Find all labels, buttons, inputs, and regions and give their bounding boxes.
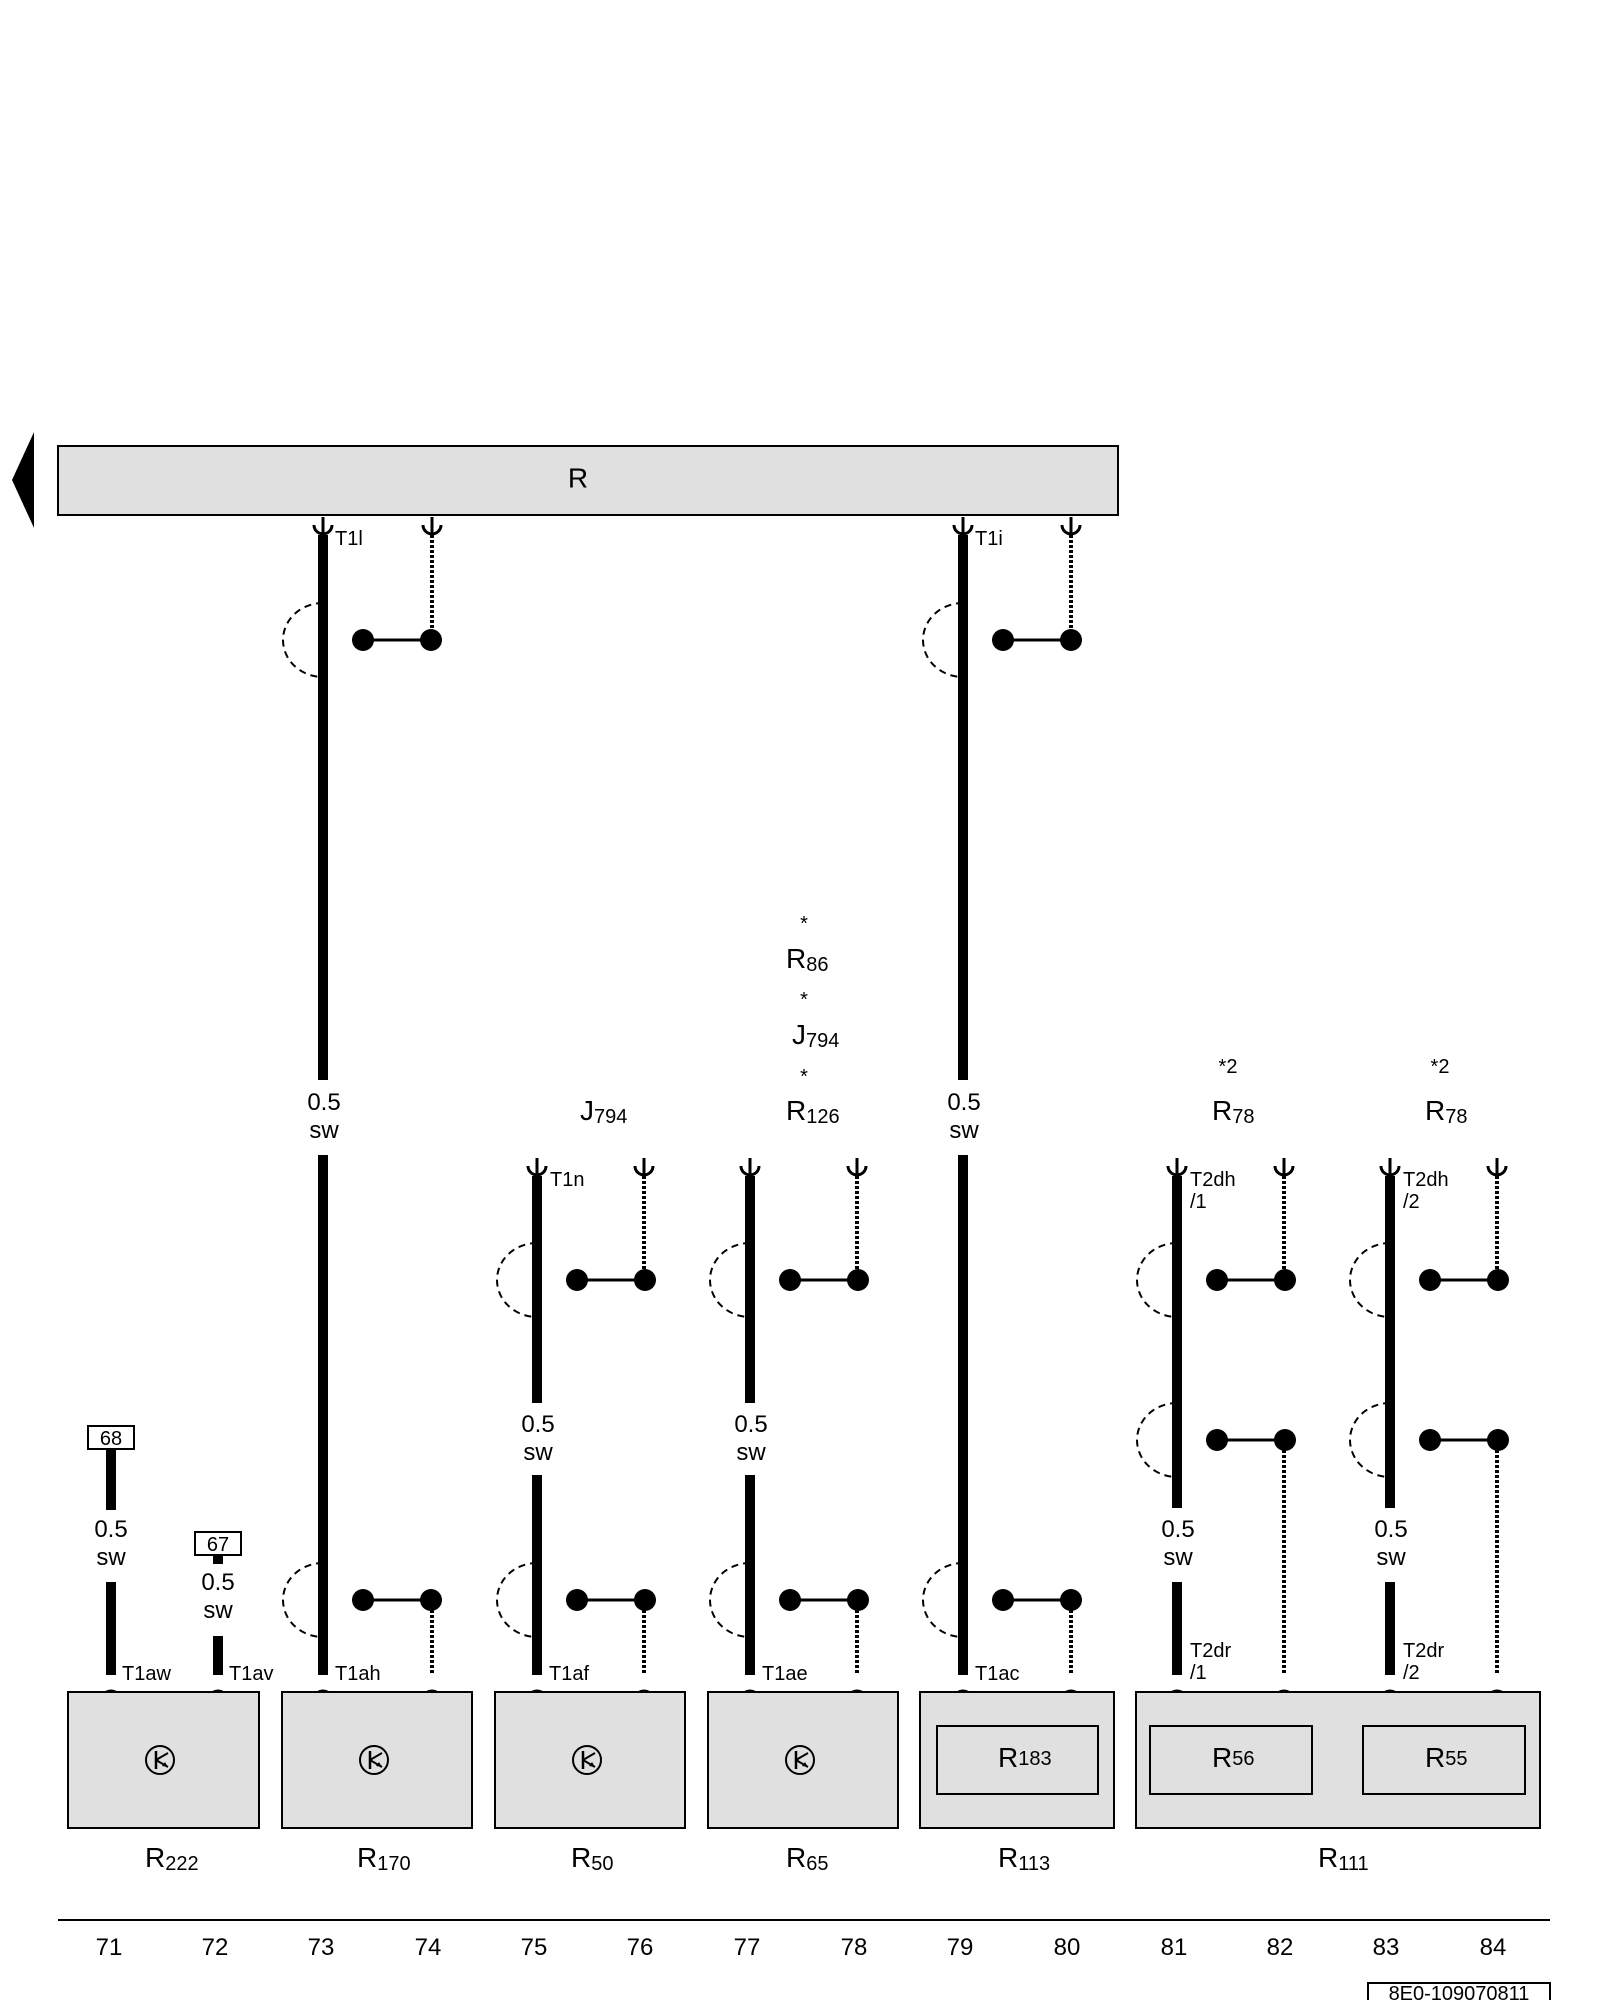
wire-71-size: 0.5 bbox=[94, 1516, 127, 1543]
connector-t1n: T1n bbox=[550, 1169, 584, 1191]
bus-box bbox=[57, 445, 1119, 516]
component-r55-label: R55 bbox=[1425, 1742, 1467, 1773]
connector-t2dr-1: T2dr bbox=[1190, 1640, 1231, 1662]
variant-r86: R86 bbox=[786, 943, 828, 976]
component-r170-label: R170 bbox=[357, 1842, 411, 1875]
connector-t1ae: T1ae bbox=[762, 1663, 808, 1685]
ref-68: 68 bbox=[100, 1428, 122, 1450]
variant-star2-b: *2 bbox=[1431, 1056, 1450, 1078]
continuation-arrow-icon bbox=[12, 432, 34, 528]
connector-t2dh-1: T2dh bbox=[1190, 1169, 1236, 1191]
component-r113-label: R113 bbox=[998, 1842, 1050, 1875]
column-number: 72 bbox=[202, 1934, 229, 1961]
connector-t2dr-2: T2dr bbox=[1403, 1640, 1444, 1662]
variant-star-3: * bbox=[800, 1066, 808, 1088]
doc-id-box bbox=[1367, 1982, 1551, 2000]
ref-67: 67 bbox=[207, 1534, 229, 1556]
bus-label: R bbox=[568, 462, 588, 493]
connector-t1av: T1av bbox=[229, 1663, 273, 1685]
variant-r78-a: R78 bbox=[1212, 1095, 1254, 1128]
wire-73-color: sw bbox=[309, 1117, 339, 1144]
connector-t1ah: T1ah bbox=[335, 1663, 381, 1685]
column-number: 82 bbox=[1267, 1934, 1294, 1961]
component-r183-label: R183 bbox=[998, 1742, 1052, 1773]
column-number: 80 bbox=[1054, 1934, 1081, 1961]
wire-83-size: 0.5 bbox=[1374, 1516, 1407, 1543]
variant-j794-b: J794 bbox=[580, 1095, 627, 1128]
component-r170 bbox=[281, 1691, 473, 1829]
component-r65-label: R65 bbox=[786, 1842, 828, 1875]
column-number: 83 bbox=[1373, 1934, 1400, 1961]
column-number: 78 bbox=[841, 1934, 868, 1961]
component-r55 bbox=[1362, 1725, 1526, 1795]
column-number: 75 bbox=[521, 1934, 548, 1961]
column-number: 76 bbox=[627, 1934, 654, 1961]
column-number: 77 bbox=[734, 1934, 761, 1961]
wire-75-color: sw bbox=[523, 1439, 553, 1466]
column-number: 73 bbox=[308, 1934, 335, 1961]
wire-81-size: 0.5 bbox=[1161, 1516, 1194, 1543]
component-r56 bbox=[1149, 1725, 1313, 1795]
wire-72-size: 0.5 bbox=[201, 1569, 234, 1596]
wire-75-size: 0.5 bbox=[521, 1411, 554, 1438]
wire-79-color: sw bbox=[949, 1117, 979, 1144]
variant-r126: R126 bbox=[786, 1095, 840, 1128]
column-number: 84 bbox=[1480, 1934, 1507, 1961]
connector-t1i: T1i bbox=[975, 528, 1003, 550]
connector-t2dh-1-pin: /1 bbox=[1190, 1191, 1207, 1213]
connector-t1ac: T1ac bbox=[975, 1663, 1019, 1685]
connector-t1aw: T1aw bbox=[122, 1663, 171, 1685]
column-number: 71 bbox=[96, 1934, 123, 1961]
wire-73-size: 0.5 bbox=[307, 1089, 340, 1116]
component-r65 bbox=[707, 1691, 899, 1829]
wire-72-color: sw bbox=[203, 1597, 233, 1624]
wire-81-color: sw bbox=[1163, 1544, 1193, 1571]
connector-t2dh-2-pin: /2 bbox=[1403, 1191, 1420, 1213]
component-r50 bbox=[494, 1691, 686, 1829]
column-number: 81 bbox=[1161, 1934, 1188, 1961]
column-number: 79 bbox=[947, 1934, 974, 1961]
wire-71-color: sw bbox=[96, 1544, 126, 1571]
column-number: 74 bbox=[415, 1934, 442, 1961]
wire-77-size: 0.5 bbox=[734, 1411, 767, 1438]
wire-83-color: sw bbox=[1376, 1544, 1406, 1571]
component-r183 bbox=[936, 1725, 1099, 1795]
wire-79-size: 0.5 bbox=[947, 1089, 980, 1116]
variant-star-1: * bbox=[800, 913, 808, 935]
variant-star2-a: *2 bbox=[1219, 1056, 1238, 1078]
connector-t1af: T1af bbox=[549, 1663, 589, 1685]
component-r50-label: R50 bbox=[571, 1842, 613, 1875]
component-r111-label: R111 bbox=[1318, 1842, 1369, 1875]
variant-r78-b: R78 bbox=[1425, 1095, 1467, 1128]
doc-id: 8E0-109070811 bbox=[1389, 1983, 1530, 2000]
column-numbers: 71 72 73 74 75 76 77 78 79 80 81 82 83 8… bbox=[96, 1934, 1507, 1961]
component-r56-label: R56 bbox=[1212, 1742, 1254, 1773]
component-r222 bbox=[67, 1691, 260, 1829]
connector-t2dr-1-pin: /1 bbox=[1190, 1662, 1207, 1684]
component-r222-label: R222 bbox=[145, 1842, 199, 1875]
connector-t1l: T1l bbox=[335, 528, 363, 550]
variant-j794-a: J794 bbox=[792, 1019, 839, 1052]
connector-t2dh-2: T2dh bbox=[1403, 1169, 1449, 1191]
variant-star-2: * bbox=[800, 989, 808, 1011]
connector-t2dr-2-pin: /2 bbox=[1403, 1662, 1420, 1684]
wire-77-color: sw bbox=[736, 1439, 766, 1466]
